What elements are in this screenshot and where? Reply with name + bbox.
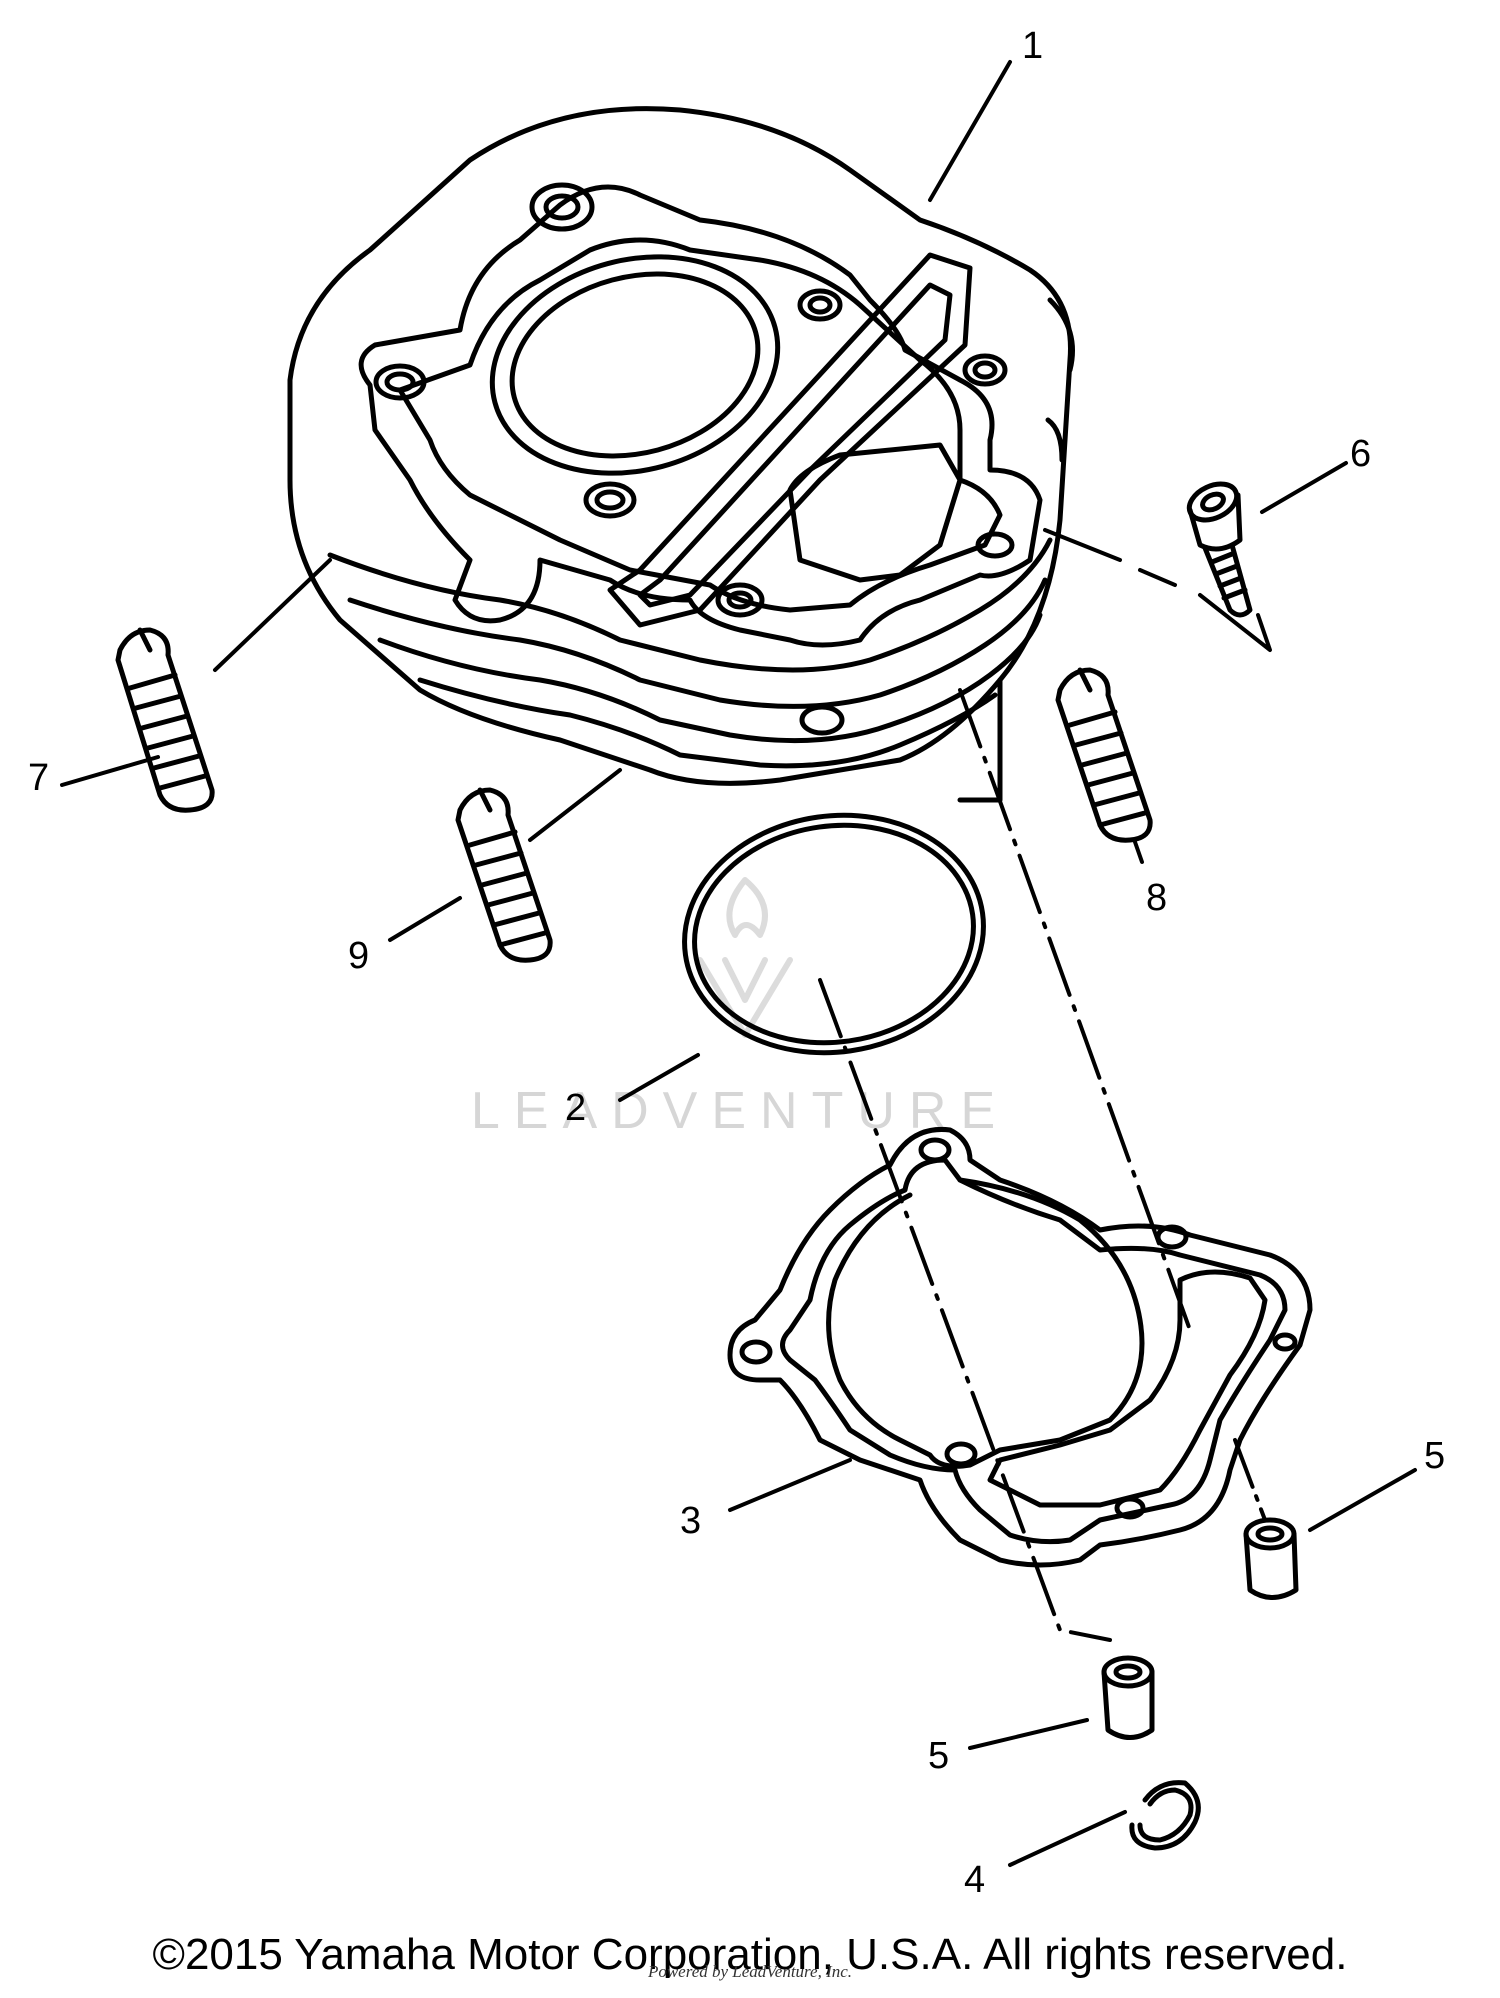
callout-9: 9 [348, 935, 369, 977]
callout-1: 1 [1022, 25, 1043, 67]
cylinder-block [287, 106, 1075, 803]
callout-5-lower: 5 [928, 1735, 949, 1777]
dowel-pin-lower [1101, 1655, 1155, 1740]
callout-4: 4 [964, 1859, 985, 1901]
stud-bolt-8 [1055, 667, 1153, 843]
powered-by-text: Powered by LeadVenture, Inc. [647, 1962, 853, 1981]
callout-8: 8 [1146, 877, 1167, 919]
cylinder-gasket [727, 1126, 1313, 1568]
callout-5-right: 5 [1424, 1435, 1445, 1477]
dowel-pin-right [1243, 1517, 1299, 1600]
o-ring [682, 812, 986, 1056]
bolt [1186, 481, 1253, 618]
callout-7: 7 [28, 757, 49, 799]
callout-3: 3 [680, 1500, 701, 1542]
ring-clip [1129, 1780, 1201, 1851]
leader-lines [60, 60, 1417, 1867]
callout-labels: 1 2 3 4 5 5 6 7 8 9 [28, 25, 1445, 1901]
stud-bolt-9 [455, 787, 553, 963]
copyright-notice: ©2015 Yamaha Motor Corporation, U.S.A. A… [152, 1930, 1348, 1979]
stud-bolt-7 [115, 627, 215, 813]
watermark-text: LEADVENTURE [471, 1082, 1009, 1140]
callout-2: 2 [565, 1087, 586, 1129]
callout-6: 6 [1350, 433, 1371, 475]
